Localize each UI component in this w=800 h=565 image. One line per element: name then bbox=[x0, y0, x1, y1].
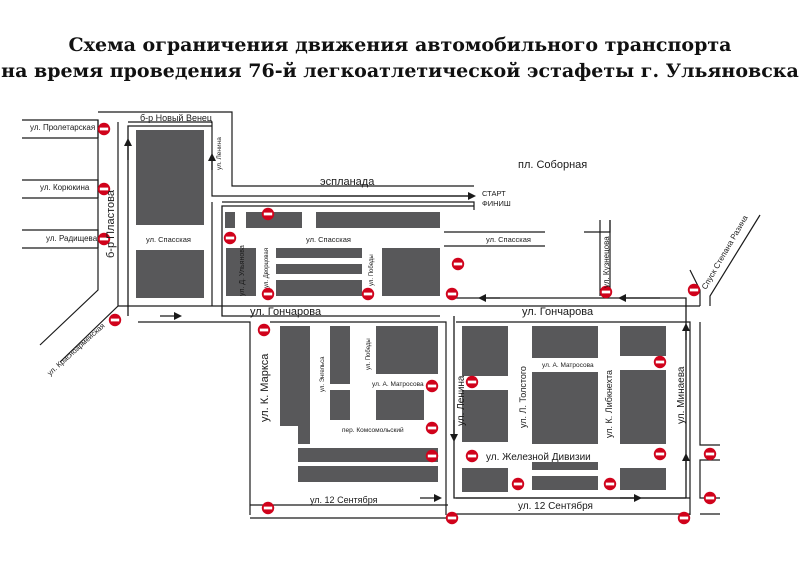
block bbox=[276, 248, 362, 258]
label-ulyanova: ул. Д. Ульянова bbox=[239, 245, 246, 296]
no-entry-sign-icon bbox=[703, 491, 717, 505]
no-entry-sign-icon bbox=[445, 511, 459, 525]
label-razina: Спуск Степана Разина bbox=[700, 213, 750, 291]
no-entry-sign-icon bbox=[511, 477, 525, 491]
block bbox=[225, 212, 235, 228]
block bbox=[298, 466, 438, 482]
block bbox=[462, 468, 508, 492]
no-entry-sign-icon bbox=[687, 283, 701, 297]
label-lenina-big: ул. Ленина bbox=[456, 375, 467, 426]
label-pobedy-bottom: ул. Победы bbox=[366, 338, 372, 370]
label-esplanada: эспланада bbox=[320, 176, 375, 188]
block bbox=[298, 448, 438, 462]
block bbox=[276, 264, 362, 274]
label-plastova: б-р Пластова bbox=[105, 189, 117, 258]
label-noviy-venets: б-р Новый Венец bbox=[140, 113, 212, 123]
block bbox=[276, 280, 362, 296]
no-entry-sign-icon bbox=[445, 287, 459, 301]
block bbox=[246, 212, 302, 228]
block bbox=[620, 326, 666, 356]
label-proletarskaya: ул. Пролетарская bbox=[30, 123, 95, 132]
relay-route bbox=[124, 125, 690, 502]
label-koryukina: ул. Корюкина bbox=[40, 183, 90, 192]
label-radishcheva: ул. Радищева bbox=[46, 234, 98, 243]
label-dvortsovaya: ул. Дворцовая bbox=[264, 248, 270, 288]
no-entry-sign-icon bbox=[261, 287, 275, 301]
no-entry-sign-icon bbox=[677, 511, 691, 525]
block bbox=[532, 462, 598, 470]
no-entry-sign-icon bbox=[425, 379, 439, 393]
block bbox=[376, 326, 438, 374]
no-entry-sign-icon bbox=[653, 355, 667, 369]
label-sobornaya: пл. Соборная bbox=[518, 159, 587, 171]
block bbox=[136, 250, 204, 298]
label-lenina-small: ул. Ленина bbox=[216, 137, 223, 170]
no-entry-sign-icon bbox=[603, 477, 617, 491]
map-title: Схема ограничения движения автомобильног… bbox=[0, 32, 800, 84]
no-entry-sign-icon bbox=[425, 421, 439, 435]
label-matrosova-left: ул. А. Матросова bbox=[372, 381, 424, 388]
block bbox=[532, 476, 598, 490]
no-entry-sign-icon bbox=[97, 122, 111, 136]
block bbox=[620, 468, 666, 490]
label-sentyabrya-right: ул. 12 Сентября bbox=[518, 500, 593, 512]
label-zheleznoy: ул. Железной Дивизии bbox=[486, 452, 591, 463]
no-entry-sign-icon bbox=[703, 447, 717, 461]
block bbox=[136, 130, 204, 225]
no-entry-sign-icon bbox=[465, 449, 479, 463]
no-entry-sign-icon bbox=[425, 449, 439, 463]
label-pobedy-top: ул. Победы bbox=[369, 254, 375, 286]
label-komsomolskiy: пер. Комсомольский bbox=[342, 426, 404, 434]
label-finish: ФИНИШ bbox=[482, 199, 511, 208]
label-start: СТАРТ bbox=[482, 189, 506, 198]
label-krasnoarmeyskaya: ул. Красноармейская bbox=[45, 321, 106, 377]
no-entry-sign-icon bbox=[361, 287, 375, 301]
block bbox=[382, 248, 440, 296]
label-libknekhta: ул. К. Либкнехта bbox=[604, 370, 614, 438]
label-goncharova-left: ул. Гончарова bbox=[250, 306, 322, 318]
no-entry-sign-icon bbox=[653, 447, 667, 461]
label-sentyabrya-left: ул. 12 Сентября bbox=[310, 495, 378, 505]
block bbox=[532, 372, 598, 444]
no-entry-sign-icon bbox=[261, 207, 275, 221]
block bbox=[280, 326, 310, 426]
label-goncharova-right: ул. Гончарова bbox=[522, 306, 594, 318]
label-engelsa: ул. Энгельса bbox=[320, 356, 326, 392]
block bbox=[298, 426, 310, 444]
block bbox=[376, 390, 424, 420]
title-line-2: на время проведения 76-й легкоатлетическ… bbox=[1, 60, 799, 82]
title-line-1: Схема ограничения движения автомобильног… bbox=[68, 34, 732, 56]
block bbox=[226, 248, 256, 296]
no-entry-sign-icon bbox=[257, 323, 271, 337]
block bbox=[330, 390, 350, 420]
block bbox=[620, 370, 666, 444]
label-minaeva: ул. Минаева bbox=[676, 366, 687, 424]
no-entry-sign-icon bbox=[108, 313, 122, 327]
no-entry-sign-icon bbox=[261, 501, 275, 515]
no-entry-sign-icon bbox=[465, 375, 479, 389]
label-tolstogo: ул. Л. Толстого bbox=[518, 366, 528, 428]
no-entry-sign-icon bbox=[451, 257, 465, 271]
label-spasskaya-left: ул. Спасская bbox=[146, 235, 191, 244]
city-blocks bbox=[136, 130, 666, 492]
block bbox=[316, 212, 440, 228]
label-spasskaya-mid: ул. Спасская bbox=[306, 235, 351, 244]
label-kuznetsova: ул. Кузнецова bbox=[602, 236, 611, 288]
label-marksa: ул. К. Маркса bbox=[259, 353, 271, 422]
block bbox=[462, 390, 508, 442]
block bbox=[330, 326, 350, 384]
block bbox=[462, 326, 508, 376]
block bbox=[532, 326, 598, 358]
label-matrosova-right: ул. А. Матросова bbox=[542, 362, 594, 369]
no-entry-sign-icon bbox=[223, 231, 237, 245]
label-spasskaya-right: ул. Спасская bbox=[486, 235, 531, 244]
